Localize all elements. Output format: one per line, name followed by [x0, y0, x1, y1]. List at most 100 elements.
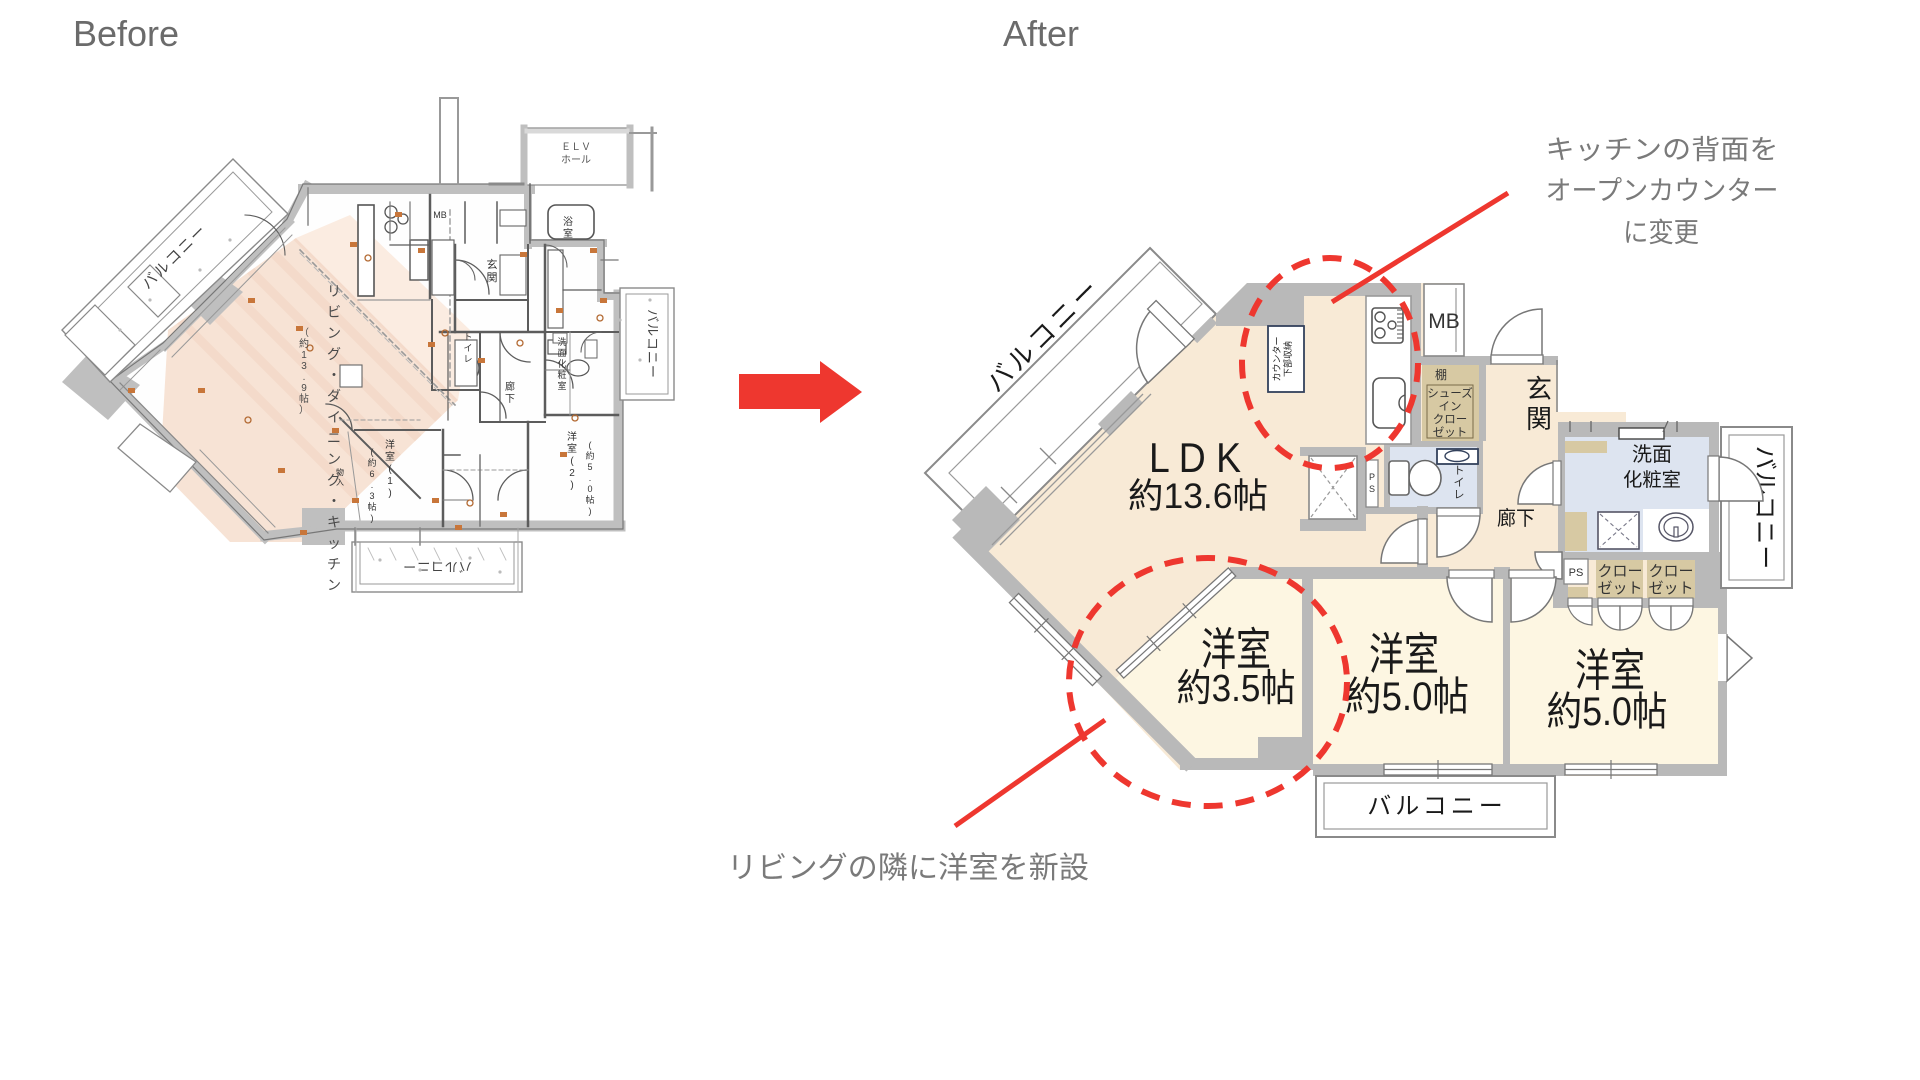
svg-text:L D K: L D K	[1149, 434, 1241, 481]
svg-text:（: （	[299, 327, 309, 339]
svg-text:カウンター: カウンター	[1272, 336, 1282, 381]
svg-text:(: (	[388, 464, 392, 475]
svg-text:グ: グ	[327, 472, 341, 488]
svg-text:1: 1	[387, 476, 393, 487]
svg-text:約13.6帖: 約13.6帖	[1128, 477, 1268, 516]
svg-text:レ: レ	[1454, 489, 1465, 501]
svg-text:室: 室	[385, 450, 395, 463]
svg-text:玄: 玄	[1526, 374, 1552, 404]
svg-text:ト: ト	[463, 332, 472, 342]
svg-text:クロー: クロー	[1433, 413, 1468, 426]
svg-text:5: 5	[587, 462, 592, 472]
svg-text:化粧室: 化粧室	[1623, 469, 1681, 491]
svg-text:): )	[371, 513, 374, 523]
svg-text:下部収納: 下部収納	[1282, 341, 1293, 377]
svg-text:シューズ: シューズ	[1427, 386, 1472, 400]
svg-text:After: After	[1003, 13, 1079, 54]
svg-text:レ: レ	[463, 354, 472, 364]
svg-text:約3.5帖: 約3.5帖	[1177, 668, 1296, 710]
svg-text:MB: MB	[1428, 310, 1460, 333]
svg-text:PS: PS	[1569, 567, 1584, 579]
svg-text:室: 室	[567, 442, 577, 455]
svg-text:バルコニー: バルコニー	[1367, 793, 1507, 820]
svg-text:物: 物	[336, 467, 344, 477]
svg-text:イ: イ	[1454, 477, 1465, 489]
svg-text:ン: ン	[327, 325, 341, 341]
svg-text:): )	[570, 480, 573, 491]
svg-text:バルコニー: バルコニー	[1751, 446, 1778, 571]
svg-text:.: .	[589, 473, 592, 483]
svg-text:洗: 洗	[557, 336, 566, 347]
svg-text:(: (	[570, 456, 574, 467]
svg-text:): )	[589, 506, 592, 516]
svg-text:洋室: 洋室	[1201, 624, 1271, 675]
svg-text:オープンカウンター: オープンカウンター	[1546, 176, 1779, 206]
svg-text:): )	[388, 488, 391, 499]
svg-text:面: 面	[557, 348, 566, 358]
svg-text:に変更: に変更	[1623, 218, 1699, 248]
svg-text:S: S	[1369, 484, 1375, 494]
svg-text:化: 化	[557, 358, 566, 369]
svg-text:関: 関	[487, 271, 498, 284]
svg-text:P: P	[1369, 472, 1375, 482]
svg-text:ン: ン	[327, 451, 341, 467]
svg-text:洋室: 洋室	[1575, 645, 1645, 696]
svg-text:約: 約	[367, 457, 376, 468]
svg-text:キ: キ	[327, 514, 341, 530]
svg-text:MB: MB	[433, 210, 447, 220]
svg-text:0: 0	[587, 484, 592, 494]
svg-text:廊下: 廊下	[1497, 507, 1535, 530]
svg-text:クロー: クロー	[1597, 563, 1642, 580]
svg-text:ン: ン	[327, 577, 341, 593]
svg-text:リ: リ	[327, 283, 341, 299]
svg-text:約: 約	[585, 450, 594, 461]
svg-text:帖: 帖	[299, 392, 309, 405]
svg-text:3: 3	[301, 361, 307, 372]
svg-text:(: (	[589, 440, 592, 450]
svg-text:キッチンの背面を: キッチンの背面を	[1546, 135, 1779, 165]
svg-text:9: 9	[301, 383, 307, 394]
svg-text:）: ）	[299, 404, 309, 416]
svg-text:.: .	[371, 480, 374, 490]
svg-text:ト: ト	[1454, 465, 1465, 477]
svg-text:約5.0帖: 約5.0帖	[1345, 675, 1469, 719]
svg-text:イ: イ	[463, 343, 472, 353]
svg-text:ッ: ッ	[327, 535, 341, 551]
svg-text:約5.0帖: 約5.0帖	[1547, 690, 1668, 734]
svg-text:クロー: クロー	[1648, 563, 1693, 580]
svg-text:(: (	[371, 447, 374, 457]
svg-text:洋: 洋	[385, 438, 395, 451]
svg-text:棚: 棚	[1435, 367, 1447, 382]
svg-text:グ: グ	[327, 346, 341, 362]
svg-text:イン: イン	[1439, 401, 1462, 413]
svg-text:粧: 粧	[557, 369, 566, 380]
svg-text:チ: チ	[327, 556, 341, 572]
svg-text:イ: イ	[327, 409, 341, 425]
svg-text:ＥＬＶ: ＥＬＶ	[561, 142, 591, 153]
svg-text:1: 1	[301, 350, 307, 361]
svg-text:Before: Before	[73, 13, 179, 54]
svg-text:玄: 玄	[487, 257, 498, 271]
svg-text:バルコニー: バルコニー	[645, 309, 660, 379]
svg-text:室: 室	[563, 227, 573, 240]
svg-text:約: 約	[299, 337, 309, 350]
svg-text:ゼット: ゼット	[1433, 426, 1468, 439]
svg-text:下: 下	[505, 394, 515, 405]
svg-text:ホール: ホール	[561, 154, 591, 166]
svg-text:ゼット: ゼット	[1597, 580, 1642, 597]
svg-text:室: 室	[557, 380, 566, 391]
svg-text:リビングの隣に洋室を新設: リビングの隣に洋室を新設	[727, 852, 1089, 885]
svg-text:ダ: ダ	[327, 388, 341, 404]
svg-text:洋: 洋	[567, 430, 577, 443]
svg-text:洋室: 洋室	[1369, 629, 1439, 680]
svg-text:バルコニー: バルコニー	[402, 559, 472, 574]
svg-text:入: 入	[336, 478, 344, 487]
svg-text:洗面: 洗面	[1632, 443, 1672, 466]
svg-text:2: 2	[569, 468, 575, 479]
svg-text:帖: 帖	[585, 494, 594, 505]
svg-text:帖: 帖	[367, 501, 376, 512]
svg-text:3: 3	[369, 491, 374, 501]
svg-text:・: ・	[327, 493, 341, 509]
svg-text:ビ: ビ	[327, 304, 341, 320]
svg-text:6: 6	[369, 469, 374, 479]
